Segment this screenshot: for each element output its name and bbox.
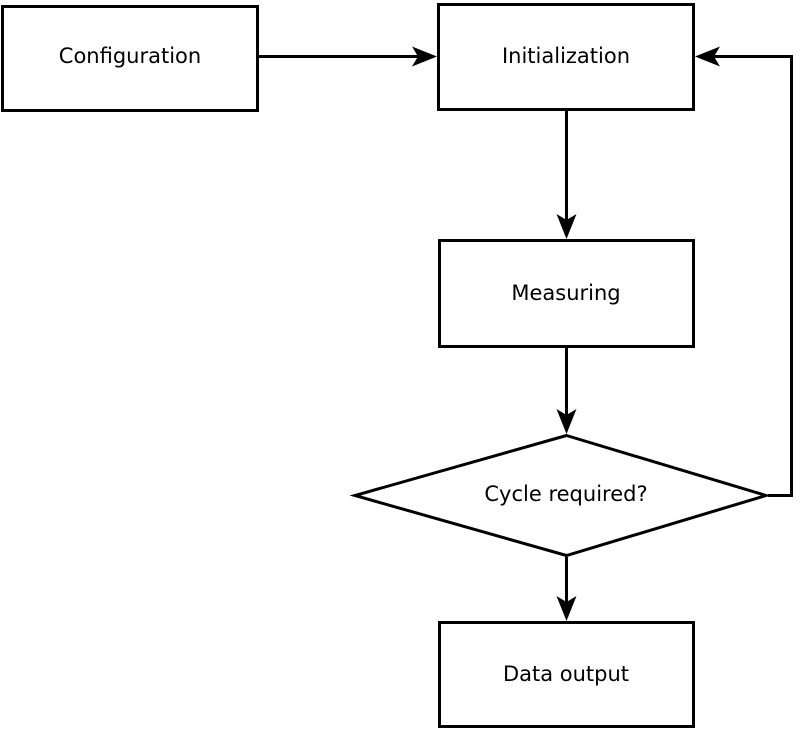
edge-cycle-required-to-initialization <box>695 46 793 497</box>
node-initialization-shape[interactable] <box>437 3 695 111</box>
node-measuring-shape[interactable] <box>438 239 695 348</box>
node-data-output-shape[interactable] <box>438 621 695 728</box>
edge-configuration-to-initialization <box>259 46 437 67</box>
node-cycle-required[interactable]: Cycle required? <box>349 433 772 558</box>
edge-cycle-required-to-data-output <box>556 557 577 621</box>
node-cycle-required-shape[interactable] <box>349 433 772 558</box>
node-initialization-label: Initialization <box>502 44 630 68</box>
node-configuration-shape[interactable] <box>1 5 259 112</box>
edge-measuring-to-cycle-required <box>556 348 577 434</box>
node-cycle-required-label: Cycle required? <box>484 482 647 506</box>
arrowhead-down-icon <box>556 596 577 621</box>
arrowhead-down-icon <box>556 214 577 239</box>
arrowhead-right-icon <box>412 46 437 67</box>
edge-line-cycle-required-to-initialization <box>714 55 793 497</box>
node-configuration[interactable]: Configuration <box>1 5 259 112</box>
node-measuring[interactable]: Measuring <box>438 239 695 348</box>
node-data-output-label: Data output <box>503 662 629 686</box>
node-data-output[interactable]: Data output <box>438 621 695 728</box>
arrowhead-down-icon <box>556 409 577 434</box>
node-measuring-label: Measuring <box>511 281 620 305</box>
node-initialization[interactable]: Initialization <box>437 3 695 111</box>
arrowhead-left-icon <box>695 46 720 67</box>
edge-initialization-to-measuring <box>556 111 577 239</box>
node-configuration-label: Configuration <box>59 44 201 68</box>
